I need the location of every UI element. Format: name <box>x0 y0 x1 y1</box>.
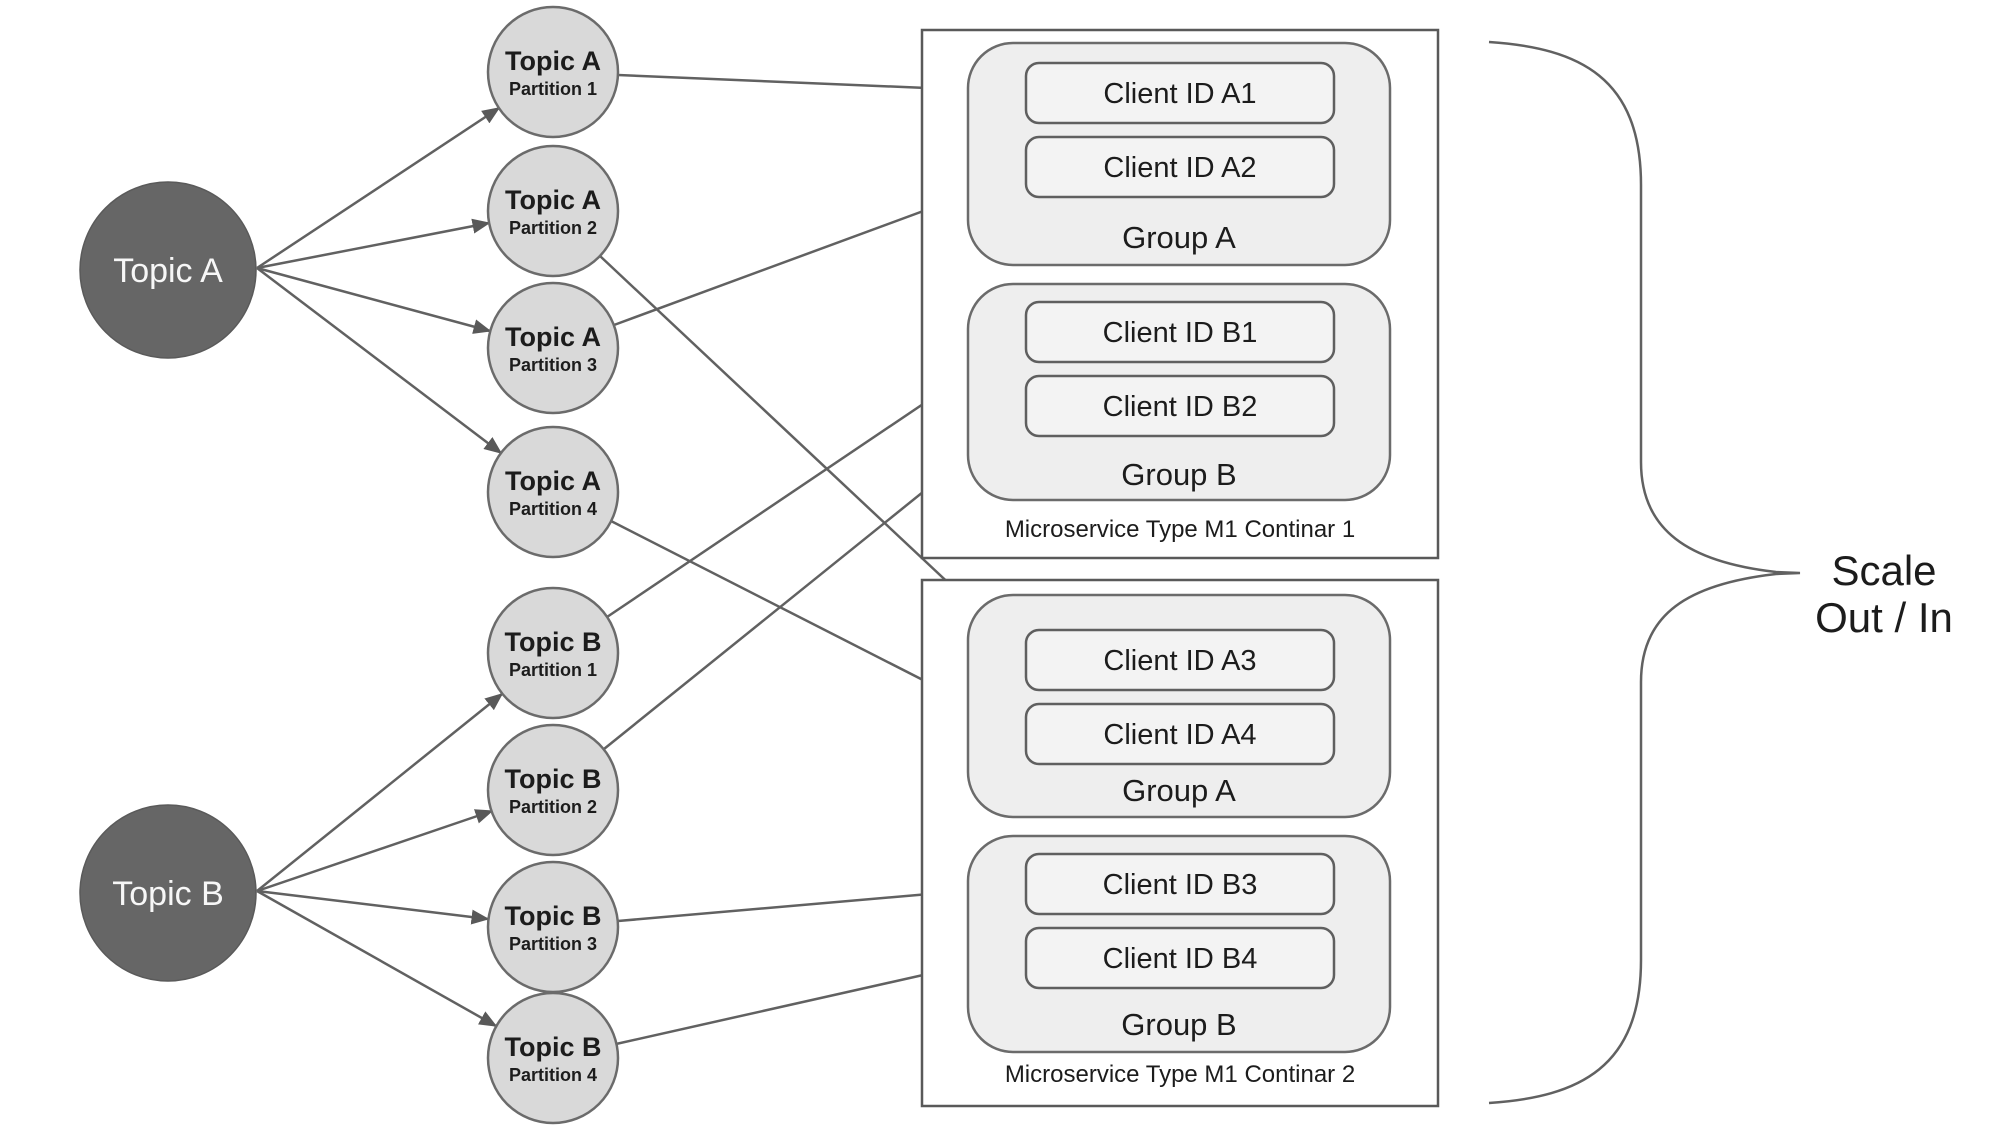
topic-b-node: Topic B <box>79 804 257 982</box>
client-b4-label: Client ID B4 <box>1103 943 1258 975</box>
partition-node-a4: Topic A Partition 4 <box>486 425 620 559</box>
container-2-group-a-label: Group A <box>1122 773 1236 808</box>
partition-a2-partition-label: Partition 2 <box>509 218 597 238</box>
partition-b4-topic-label: Topic B <box>505 1032 602 1062</box>
partition-b4-partition-label: Partition 4 <box>509 1065 597 1085</box>
topic-b-label: Topic B <box>112 875 224 913</box>
topic-a-label: Topic A <box>113 252 223 290</box>
client-b1-box <box>1024 300 1336 364</box>
partition-a3-partition-label: Partition 3 <box>509 355 597 375</box>
partition-a1-partition-label: Partition 1 <box>509 79 597 99</box>
edge-topic-b-to-partition-3 <box>256 889 490 925</box>
partition-a4-circle <box>486 425 620 559</box>
partition-node-b2: Topic B Partition 2 <box>486 723 620 857</box>
partition-b1-topic-label: Topic B <box>505 627 602 657</box>
client-b2-box <box>1024 374 1336 438</box>
edge-topic-a-to-partition-3 <box>256 266 492 334</box>
client-a2-label: Client ID A2 <box>1103 152 1256 184</box>
container-1-label: Microservice Type M1 Continar 1 <box>1005 516 1355 543</box>
partition-a1-circle <box>486 5 620 139</box>
partition-a4-partition-label: Partition 4 <box>509 499 597 519</box>
partition-a2-topic-label: Topic A <box>505 185 601 215</box>
microservice-container-2: Client ID A3 Client ID A4 Group A Client… <box>920 578 1440 1108</box>
container-2-label: Microservice Type M1 Continar 2 <box>1005 1061 1355 1088</box>
topic-a-node: Topic A <box>79 181 257 359</box>
microservice-container-1: Client ID A1 Client ID A2 Group A Client… <box>920 28 1440 560</box>
topic-a-circle <box>79 181 257 359</box>
partition-node-a2: Topic A Partition 2 <box>486 144 620 278</box>
partition-a2-circle <box>486 144 620 278</box>
partition-node-b4: Topic B Partition 4 <box>486 991 620 1125</box>
client-a1-label: Client ID A1 <box>1103 78 1256 110</box>
partition-b2-topic-label: Topic B <box>505 764 602 794</box>
edge-topic-b-to-partition-2 <box>256 809 494 893</box>
client-a3-label: Client ID A3 <box>1103 645 1256 677</box>
partition-a1-topic-label: Topic A <box>505 46 601 76</box>
partition-b1-circle <box>486 586 620 720</box>
client-a4-box <box>1024 702 1336 766</box>
scale-out-in-label: Scale Out / In <box>1815 547 1953 641</box>
scale-brace <box>1488 40 1801 1105</box>
scale-label-line-2: Out / In <box>1815 594 1953 641</box>
client-b1-label: Client ID B1 <box>1103 317 1258 349</box>
edge-topic-a-to-partition-2 <box>256 218 491 270</box>
edge-topic-a-to-partition-4 <box>256 267 503 454</box>
client-b4-box <box>1024 926 1336 990</box>
partition-node-b3: Topic B Partition 3 <box>486 860 620 994</box>
scale-label-line-1: Scale <box>1831 547 1936 594</box>
client-b3-label: Client ID B3 <box>1103 869 1258 901</box>
partition-node-a3: Topic A Partition 3 <box>486 281 620 415</box>
client-b2-label: Client ID B2 <box>1103 391 1258 423</box>
client-a2-box <box>1024 135 1336 199</box>
container-2-group-b-label: Group B <box>1121 1007 1236 1042</box>
partition-b2-partition-label: Partition 2 <box>509 797 597 817</box>
partition-node-a1: Topic A Partition 1 <box>486 5 620 139</box>
partition-b3-topic-label: Topic B <box>505 901 602 931</box>
container-1-group-a-label: Group A <box>1122 220 1236 255</box>
edge-topic-a-to-partition-1 <box>256 106 501 270</box>
container-1-group-b-label: Group B <box>1121 457 1236 492</box>
edge-topic-b-to-partition-1 <box>256 693 504 892</box>
client-a1-box <box>1024 61 1336 125</box>
partition-node-b1: Topic B Partition 1 <box>486 586 620 720</box>
partition-b3-partition-label: Partition 3 <box>509 934 597 954</box>
client-b3-box <box>1024 852 1336 916</box>
client-a4-label: Client ID A4 <box>1103 719 1256 751</box>
partition-b2-circle <box>486 723 620 857</box>
partition-a3-circle <box>486 281 620 415</box>
partition-a4-topic-label: Topic A <box>505 466 601 496</box>
client-a3-box <box>1024 628 1336 692</box>
partition-b1-partition-label: Partition 1 <box>509 660 597 680</box>
topic-b-circle <box>79 804 257 982</box>
edge-topic-b-to-partition-4 <box>256 889 498 1028</box>
partition-b4-circle <box>486 991 620 1125</box>
partition-a3-topic-label: Topic A <box>505 322 601 352</box>
